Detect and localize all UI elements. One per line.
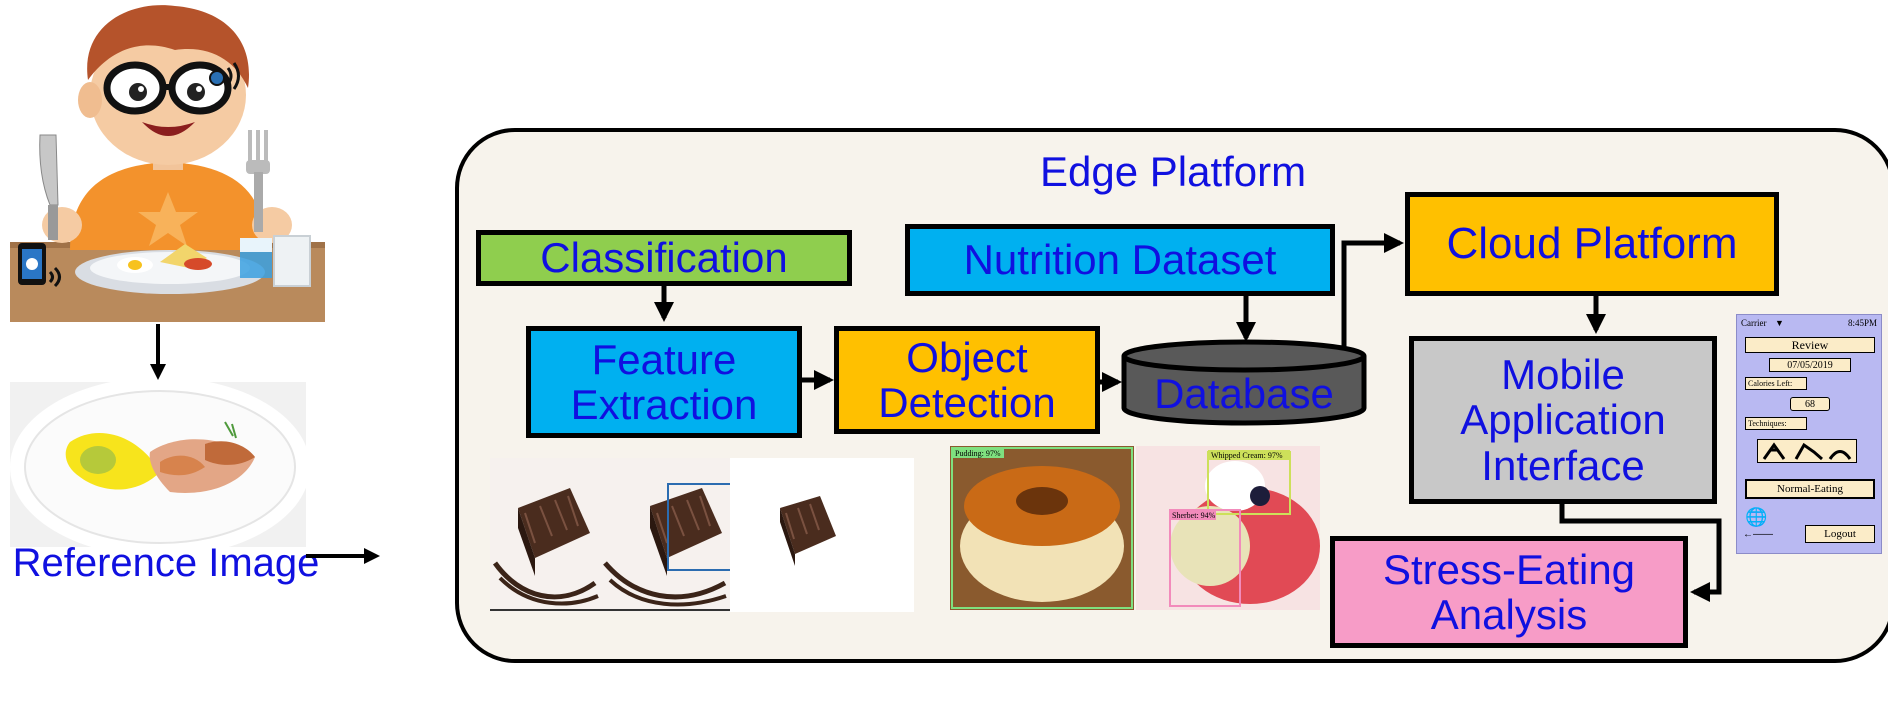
sherbet-detection-label: Sherbet: 94% bbox=[1172, 511, 1216, 520]
reference-food-photo bbox=[10, 382, 306, 547]
phone-time: 8:45PM bbox=[1847, 318, 1877, 328]
object-detection-block: Object Detection bbox=[834, 326, 1100, 434]
phone-carrier: Carrier bbox=[1741, 318, 1767, 328]
mobile-application-block: Mobile Application Interface bbox=[1409, 336, 1717, 504]
reference-image-caption: Reference Image bbox=[12, 541, 320, 585]
nutrition-dataset-block: Nutrition Dataset bbox=[905, 224, 1335, 296]
calories-value: 68 bbox=[1790, 397, 1830, 411]
phone-mockup: Carrier ▼ 8:45PM Review 07/05/2019 Calor… bbox=[1736, 314, 1882, 554]
arrow-down bbox=[150, 324, 166, 380]
database-label: Database bbox=[1154, 370, 1334, 417]
whipped-cream-detection-label: Whipped Cream: 97% bbox=[1211, 451, 1283, 460]
calories-left-label: Calories Left: bbox=[1745, 377, 1807, 390]
back-arrow-icon[interactable]: ←—— bbox=[1743, 529, 1773, 540]
cloud-platform-block: Cloud Platform bbox=[1405, 192, 1779, 296]
wifi-icon: ▼ bbox=[1775, 318, 1784, 328]
yoga-techniques-icons bbox=[1757, 439, 1857, 463]
person-eating-illustration bbox=[10, 0, 325, 322]
review-button[interactable]: Review bbox=[1745, 337, 1875, 353]
cake-detection-strip bbox=[490, 458, 914, 612]
date-field[interactable]: 07/05/2019 bbox=[1769, 358, 1851, 372]
logout-button[interactable]: Logout bbox=[1805, 525, 1875, 543]
arrow-to-edge-platform bbox=[306, 548, 380, 564]
pudding-detection-label: Pudding: 97% bbox=[955, 449, 1001, 458]
dessert-detection-photos: Pudding: 97% Whipped Cream: 97% Sherbet:… bbox=[950, 446, 1320, 610]
classification-block: Classification bbox=[476, 230, 852, 286]
eating-status: Normal-Eating bbox=[1745, 479, 1875, 499]
feature-extraction-block: Feature Extraction bbox=[526, 326, 802, 438]
stress-eating-block: Stress-Eating Analysis bbox=[1330, 536, 1688, 648]
database-cylinder bbox=[1121, 339, 1367, 426]
techniques-label: Techniques: bbox=[1745, 417, 1807, 430]
globe-icon[interactable]: 🌐 bbox=[1745, 507, 1768, 527]
edge-platform-title: Edge Platform bbox=[1040, 148, 1307, 195]
